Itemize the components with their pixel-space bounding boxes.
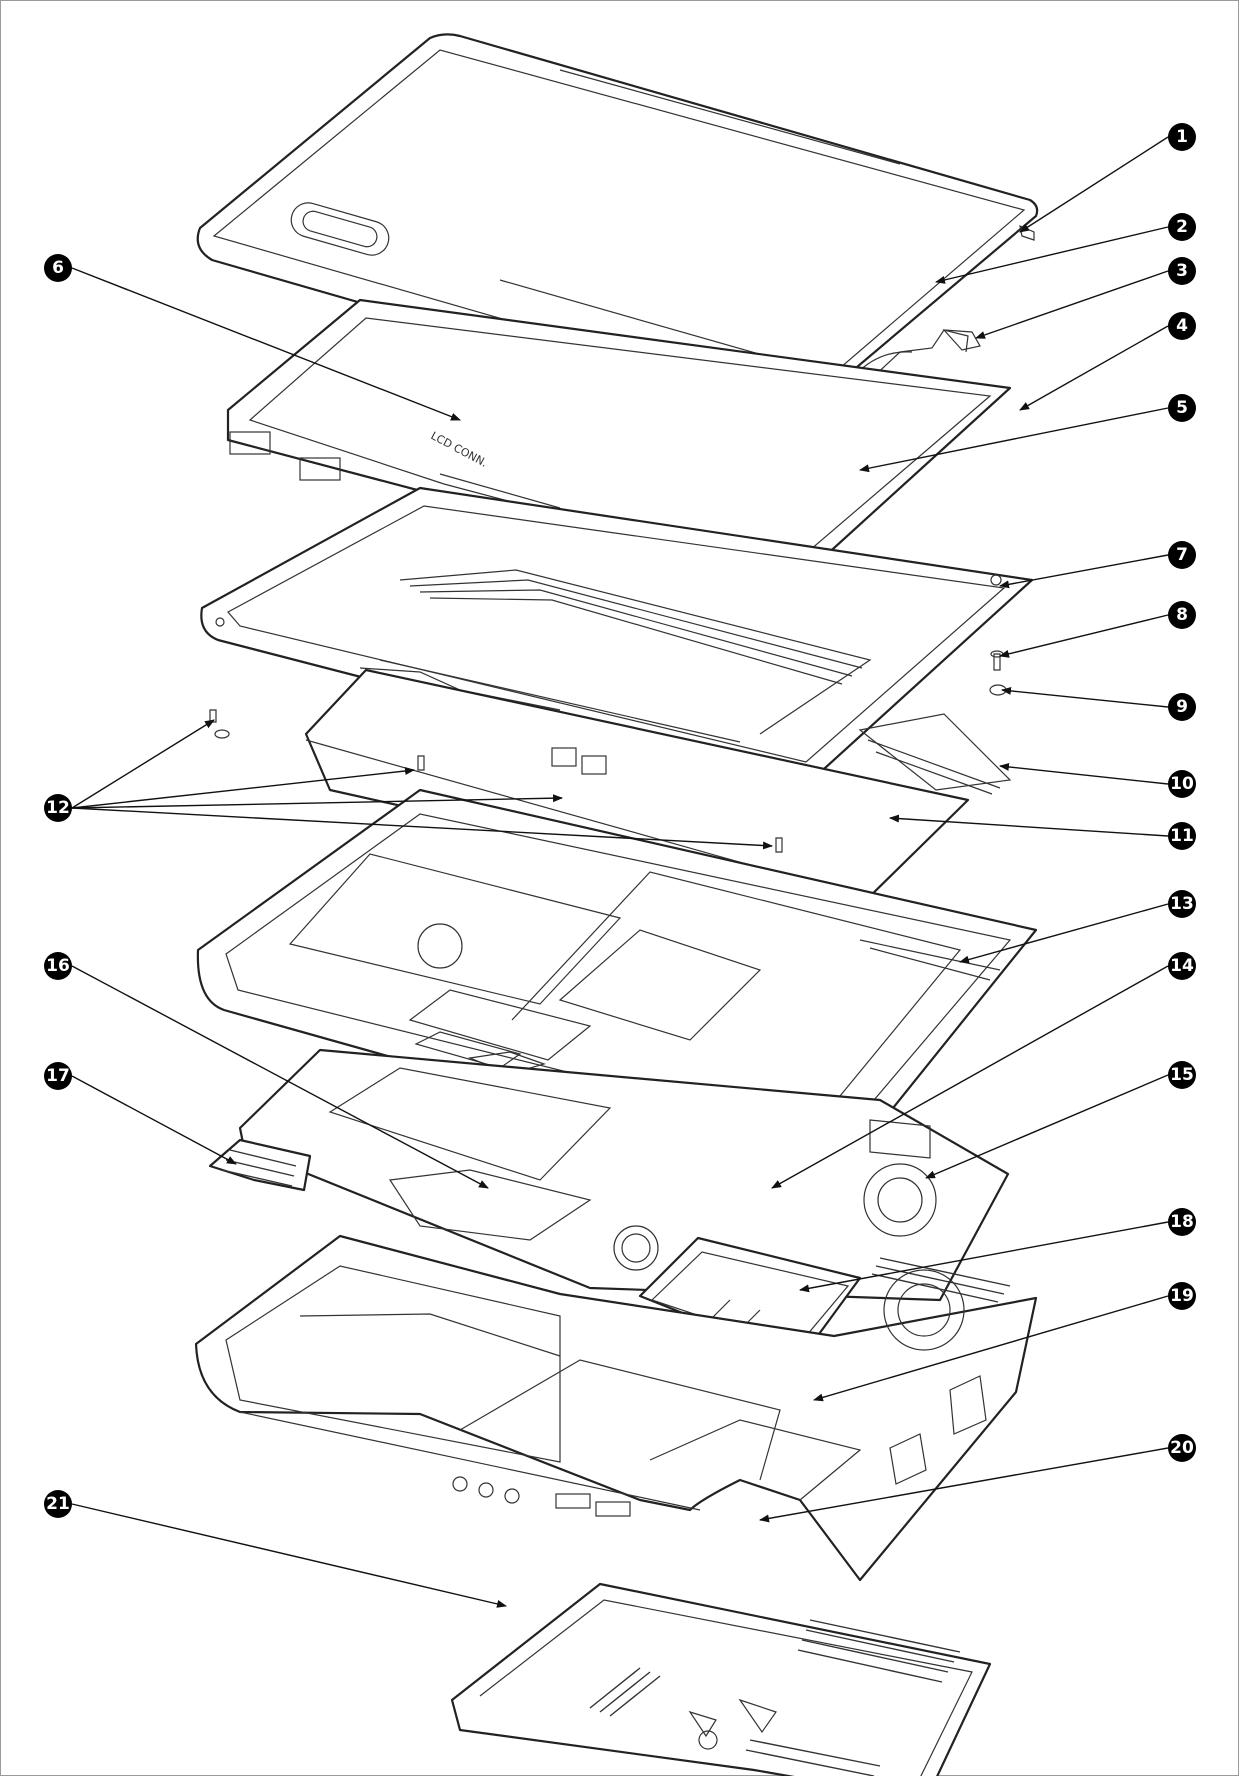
svg-text:13: 13	[1170, 894, 1194, 914]
callout-9: 9	[1168, 693, 1196, 721]
callout-10: 10	[1168, 770, 1196, 798]
svg-text:5: 5	[1176, 398, 1188, 418]
svg-text:17: 17	[46, 1066, 70, 1086]
svg-text:9: 9	[1176, 697, 1188, 717]
callout-17: 17	[44, 1062, 72, 1090]
callout-21: 21	[44, 1490, 72, 1518]
screw-and-rubber-pad	[989, 650, 1007, 696]
callout-1: 1	[1168, 123, 1196, 151]
callout-12: 12	[44, 794, 72, 822]
callout-20: 20	[1168, 1434, 1196, 1462]
callout-19: 19	[1168, 1282, 1196, 1310]
callout-2: 2	[1168, 213, 1196, 241]
hinge-cover-strip	[858, 713, 1012, 795]
callout-5: 5	[1168, 394, 1196, 422]
svg-text:12: 12	[46, 798, 70, 818]
callout-3: 3	[1168, 257, 1196, 285]
svg-text:14: 14	[1170, 956, 1194, 976]
svg-text:18: 18	[1170, 1212, 1194, 1232]
svg-text:1: 1	[1176, 127, 1188, 147]
svg-text:4: 4	[1176, 316, 1188, 336]
svg-text:6: 6	[52, 258, 64, 278]
callout-6: 6	[44, 254, 72, 282]
svg-text:10: 10	[1170, 774, 1194, 794]
svg-text:11: 11	[1170, 826, 1194, 846]
svg-text:7: 7	[1176, 545, 1188, 565]
callout-14: 14	[1168, 952, 1196, 980]
callout-15: 15	[1168, 1061, 1196, 1089]
callout-18: 18	[1168, 1208, 1196, 1236]
callout-4: 4	[1168, 312, 1196, 340]
svg-text:8: 8	[1176, 605, 1188, 625]
callout-11: 11	[1168, 822, 1196, 850]
svg-text:16: 16	[46, 956, 70, 976]
svg-text:3: 3	[1176, 261, 1188, 281]
card-reader-module	[208, 1138, 312, 1192]
base-bottom-cover	[450, 1582, 992, 1776]
svg-text:19: 19	[1170, 1286, 1194, 1306]
svg-text:20: 20	[1170, 1438, 1194, 1458]
svg-text:21: 21	[46, 1494, 70, 1514]
callout-7: 7	[1168, 541, 1196, 569]
bottom-case	[194, 1234, 1038, 1582]
svg-text:15: 15	[1170, 1065, 1194, 1085]
callout-16: 16	[44, 952, 72, 980]
callout-13: 13	[1168, 890, 1196, 918]
callout-8: 8	[1168, 601, 1196, 629]
svg-text:2: 2	[1176, 217, 1188, 237]
leader-lines	[71, 136, 1169, 1608]
